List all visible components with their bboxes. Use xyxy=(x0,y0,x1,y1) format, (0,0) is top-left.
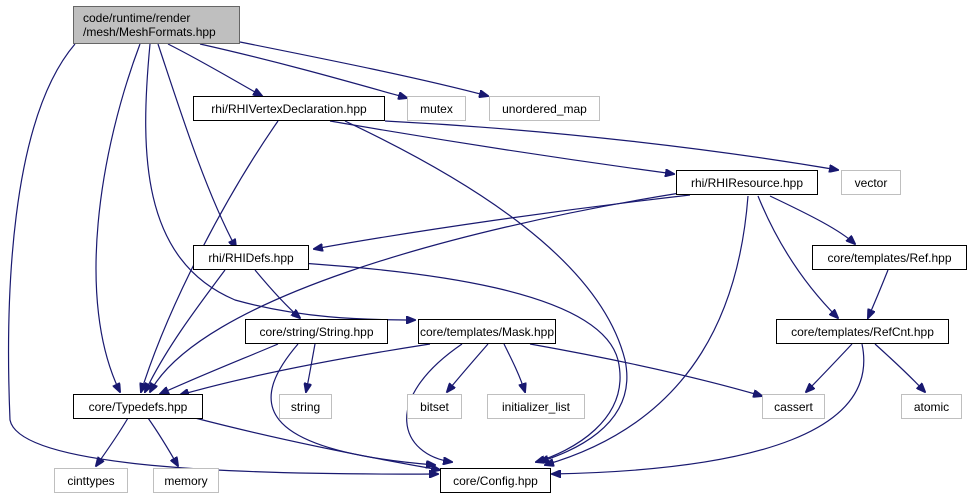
node-config-label: core/Config.hpp xyxy=(453,473,538,488)
edge-typedefs-config xyxy=(194,417,440,470)
node-bitset[interactable]: bitset xyxy=(407,394,462,419)
edge-rhivertexdecl-rhiresource xyxy=(329,120,674,174)
node-typedefs-label: core/Typedefs.hpp xyxy=(88,399,188,414)
edge-mask-bitset xyxy=(447,343,489,392)
edge-typedefs-memory xyxy=(147,417,178,466)
node-memory-label: memory xyxy=(164,473,208,488)
node-vector[interactable]: vector xyxy=(841,170,901,195)
edge-ref-refcnt xyxy=(868,269,889,318)
node-meshformats-line2: /mesh/MeshFormats.hpp xyxy=(83,25,216,39)
node-rhiresource[interactable]: rhi/RHIResource.hpp xyxy=(676,170,818,195)
node-refcnt[interactable]: core/templates/RefCnt.hpp xyxy=(776,319,949,344)
node-rhivertexdecl-label: rhi/RHIVertexDeclaration.hpp xyxy=(211,101,367,116)
edge-refcnt-config xyxy=(552,343,865,474)
edge-string_hpp-typedefs xyxy=(160,343,279,394)
node-ref[interactable]: core/templates/Ref.hpp xyxy=(812,245,967,270)
node-cassert-label: cassert xyxy=(774,399,813,414)
edge-mask-typedefs xyxy=(180,343,431,395)
node-mask[interactable]: core/templates/Mask.hpp xyxy=(418,319,556,344)
edge-rhivertexdecl-vector xyxy=(384,120,838,170)
node-typedefs[interactable]: core/Typedefs.hpp xyxy=(73,394,203,419)
node-cassert[interactable]: cassert xyxy=(762,394,825,419)
edge-mask-initializer_list xyxy=(503,343,525,392)
node-initializer-list[interactable]: initializer_list xyxy=(487,394,585,419)
node-atomic[interactable]: atomic xyxy=(901,394,962,419)
edge-mask-cassert xyxy=(529,343,762,396)
edge-meshformats-typedefs xyxy=(95,43,141,392)
edge-rhiresource-rhidefs xyxy=(314,194,691,249)
node-atomic-label: atomic xyxy=(913,399,950,414)
node-rhidefs-label: rhi/RHIDefs.hpp xyxy=(208,250,294,265)
edge-rhidefs-string_hpp xyxy=(254,269,300,318)
edge-rhiresource-ref xyxy=(769,195,855,244)
node-rhiresource-label: rhi/RHIResource.hpp xyxy=(690,175,804,190)
node-memory[interactable]: memory xyxy=(153,468,219,493)
node-string[interactable]: string xyxy=(279,394,332,419)
edge-mask-config xyxy=(406,343,463,462)
edge-typedefs-cinttypes xyxy=(96,417,129,466)
node-initializer-list-label: initializer_list xyxy=(501,399,571,414)
node-cinttypes[interactable]: cinttypes xyxy=(54,468,128,493)
edge-meshformats-config xyxy=(7,43,438,474)
node-cinttypes-label: cinttypes xyxy=(67,473,115,488)
edge-meshformats-unordered_map xyxy=(239,41,488,96)
node-meshformats-line1: code/runtime/render xyxy=(83,11,191,25)
edge-rhiresource-typedefs xyxy=(150,192,681,392)
edge-meshformats-mask xyxy=(145,43,415,320)
node-mutex-label: mutex xyxy=(420,101,453,116)
edge-meshformats-rhivertexdecl xyxy=(167,43,262,96)
node-ref-label: core/templates/Ref.hpp xyxy=(827,250,952,265)
node-mutex[interactable]: mutex xyxy=(407,96,466,121)
node-rhivertexdecl[interactable]: rhi/RHIVertexDeclaration.hpp xyxy=(193,96,385,121)
node-refcnt-label: core/templates/RefCnt.hpp xyxy=(791,324,934,339)
edge-string_hpp-string xyxy=(306,343,316,392)
node-string-hpp[interactable]: core/string/String.hpp xyxy=(245,319,388,344)
node-mask-label: core/templates/Mask.hpp xyxy=(419,324,555,339)
node-config[interactable]: core/Config.hpp xyxy=(440,468,551,493)
edge-meshformats-mutex xyxy=(199,43,407,98)
node-bitset-label: bitset xyxy=(420,399,449,414)
node-unordered-map[interactable]: unordered_map xyxy=(489,96,600,121)
node-unordered-map-label: unordered_map xyxy=(502,101,587,116)
node-string-hpp-label: core/string/String.hpp xyxy=(259,324,374,339)
edge-rhiresource-refcnt xyxy=(757,195,838,318)
node-rhidefs[interactable]: rhi/RHIDefs.hpp xyxy=(193,245,309,270)
edge-meshformats-rhidefs xyxy=(157,43,236,248)
edge-rhidefs-typedefs xyxy=(145,269,226,392)
node-meshformats[interactable]: code/runtime/render /mesh/MeshFormats.hp… xyxy=(73,6,240,44)
edge-rhivertexdecl-config xyxy=(344,120,628,462)
edge-refcnt-atomic xyxy=(874,343,925,392)
edge-refcnt-cassert xyxy=(806,343,853,392)
node-vector-label: vector xyxy=(854,175,888,190)
node-string-label: string xyxy=(290,399,321,414)
edge-rhiresource-config xyxy=(545,195,749,465)
edge-rhidefs-config xyxy=(282,261,621,462)
